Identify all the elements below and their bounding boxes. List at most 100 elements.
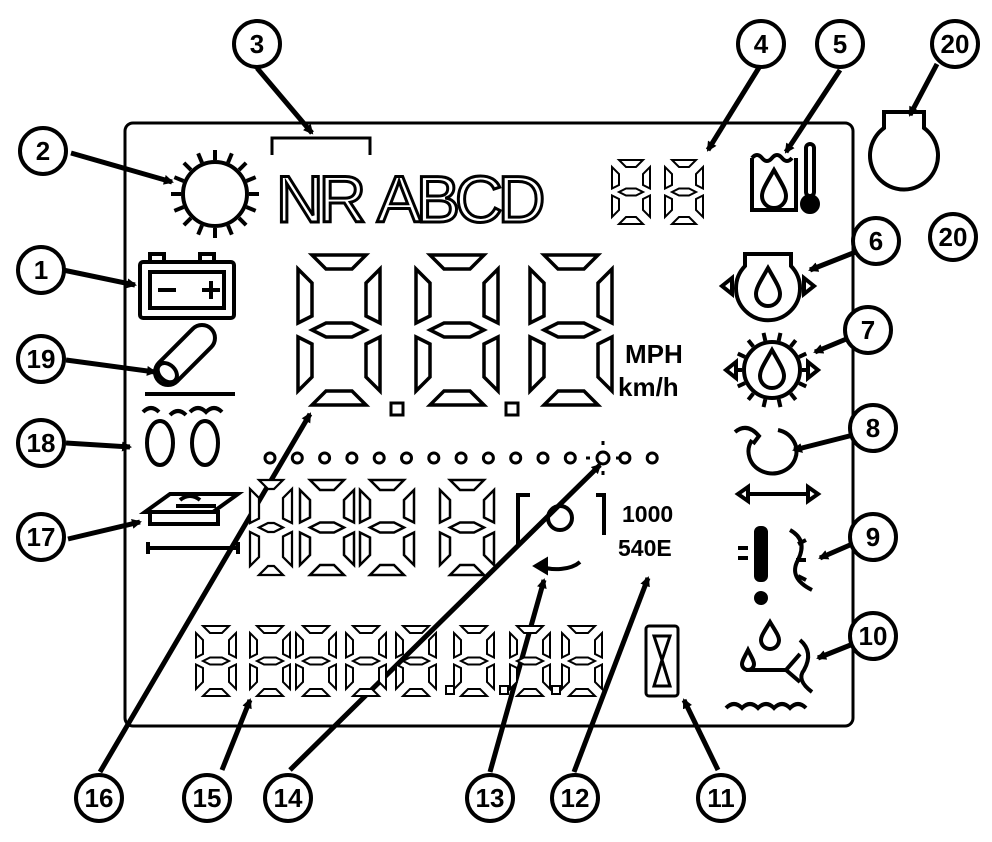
segment-digit xyxy=(295,625,337,697)
indicator-dot xyxy=(509,451,523,465)
svg-text:19: 19 xyxy=(27,344,56,374)
callout-12: 12 xyxy=(550,773,600,823)
service-manual-icon xyxy=(138,492,245,554)
leader-12 xyxy=(571,576,651,773)
svg-text:1: 1 xyxy=(34,255,48,285)
callout-9: 9 xyxy=(848,512,898,562)
unit-kmh: km/h xyxy=(618,372,679,402)
callout-4: 4 xyxy=(736,19,786,69)
segment-digit xyxy=(611,159,651,225)
segment-digit xyxy=(296,253,382,407)
decimal-point xyxy=(389,401,405,417)
callout-11: 11 xyxy=(696,773,746,823)
segment-digit xyxy=(509,625,551,697)
svg-text:12: 12 xyxy=(561,783,590,813)
middle-digits xyxy=(248,478,496,577)
svg-text:13: 13 xyxy=(476,783,505,813)
svg-text:5: 5 xyxy=(833,29,847,59)
indicator-dot xyxy=(372,451,386,465)
segment-digit xyxy=(561,625,603,697)
indicator-dot xyxy=(536,451,550,465)
indicator-dot xyxy=(618,451,632,465)
segment-digit xyxy=(345,625,387,697)
speed-digits xyxy=(296,253,614,417)
pto-1000: 1000 xyxy=(622,501,673,527)
water-in-fuel-icon xyxy=(724,618,814,711)
svg-text:20: 20 xyxy=(941,29,970,59)
callout-6: 6 xyxy=(851,216,901,266)
transmission-oil-icon xyxy=(722,332,822,408)
segment-digit xyxy=(528,253,614,407)
coolant-temperature-icon xyxy=(750,142,820,214)
segment-digit xyxy=(664,159,704,225)
gear-digits xyxy=(611,159,704,225)
segment-digit xyxy=(298,478,356,577)
battery-icon xyxy=(138,252,236,320)
svg-text:9: 9 xyxy=(866,522,880,552)
segment-digit xyxy=(395,625,437,697)
work-light-icon xyxy=(171,150,259,238)
svg-text:16: 16 xyxy=(85,783,114,813)
indicator-dot xyxy=(345,451,359,465)
engine-outline-icon xyxy=(868,110,940,192)
callout-15: 15 xyxy=(182,773,232,823)
nr-overbar xyxy=(270,136,372,155)
leader-5 xyxy=(783,68,843,154)
callout-20b: 20 xyxy=(928,212,978,262)
selected-dot-icon xyxy=(586,441,620,475)
pto-icon xyxy=(516,493,606,576)
svg-text:6: 6 xyxy=(869,226,883,256)
svg-text:3: 3 xyxy=(250,29,264,59)
svg-text:18: 18 xyxy=(27,428,56,458)
svg-text:4: 4 xyxy=(754,29,769,59)
svg-text:14: 14 xyxy=(274,783,303,813)
indicator-dot xyxy=(263,451,277,465)
decimal-point xyxy=(445,685,455,695)
svg-text:11: 11 xyxy=(707,783,735,813)
callout-14: 14 xyxy=(263,773,313,823)
leader-4 xyxy=(705,64,763,152)
callout-13: 13 xyxy=(465,773,515,823)
svg-text:17: 17 xyxy=(27,522,56,552)
callout-3: 3 xyxy=(232,19,282,69)
callout-18: 18 xyxy=(16,418,66,468)
leader-3 xyxy=(255,66,314,135)
leader-20a xyxy=(907,62,940,117)
indicator-dot xyxy=(318,451,332,465)
leader-18 xyxy=(65,440,132,452)
svg-text:8: 8 xyxy=(866,413,880,443)
indicator-dot-row xyxy=(263,451,659,465)
indicator-dot xyxy=(400,451,413,465)
indicator-dot xyxy=(454,451,468,465)
callout-2: 2 xyxy=(18,126,68,176)
letters-abcd: ABCD xyxy=(377,162,543,236)
decimal-point xyxy=(499,685,509,695)
segment-digit xyxy=(248,478,294,577)
callout-8: 8 xyxy=(848,403,898,453)
indicator-dot xyxy=(290,451,304,465)
segment-digit xyxy=(195,625,237,697)
oil-pressure-icon xyxy=(718,252,818,323)
leader-1 xyxy=(62,267,137,289)
svg-text:7: 7 xyxy=(861,315,875,345)
hourglass-icon xyxy=(644,624,680,698)
leader-19 xyxy=(65,357,157,376)
leader-17 xyxy=(67,518,142,542)
callout-16: 16 xyxy=(74,773,124,823)
svg-text:20: 20 xyxy=(939,222,968,252)
leader-15 xyxy=(219,698,253,771)
segment-digit xyxy=(358,478,416,577)
svg-text:15: 15 xyxy=(193,783,222,813)
callout-10: 10 xyxy=(848,611,898,661)
callout-17: 17 xyxy=(16,512,66,562)
glow-plug-icon xyxy=(141,406,224,467)
callout-5: 5 xyxy=(815,19,865,69)
svg-text:10: 10 xyxy=(859,621,888,651)
pto-540e: 540E xyxy=(618,535,672,561)
unit-mph: MPH xyxy=(625,339,683,369)
indicator-dot xyxy=(645,451,659,465)
leader-2 xyxy=(70,150,174,185)
callout-7: 7 xyxy=(843,305,893,355)
